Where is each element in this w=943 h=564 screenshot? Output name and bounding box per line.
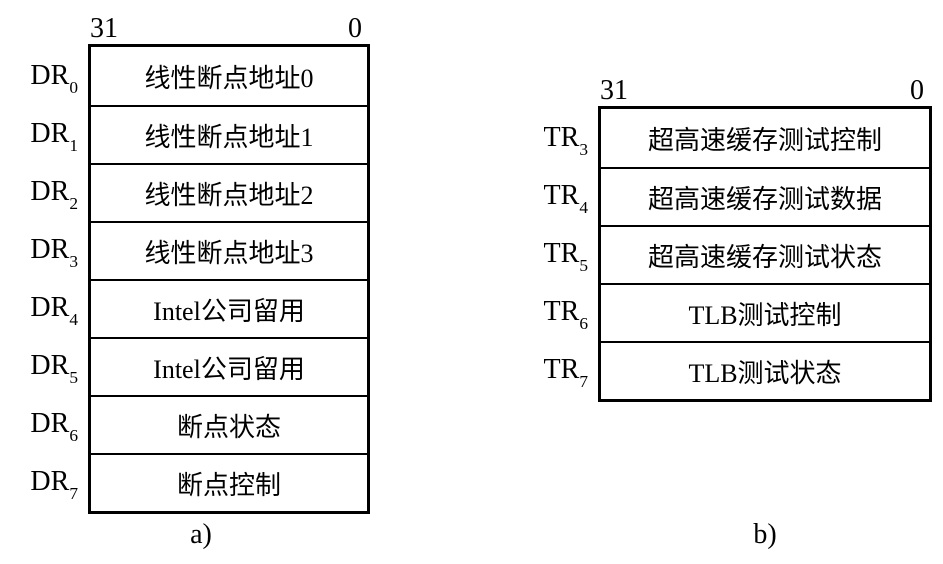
bit-label-low: 0 bbox=[910, 75, 924, 106]
register-field-tr4: 超高速缓存测试数据 bbox=[601, 167, 929, 225]
register-mnemonic: DR bbox=[30, 408, 70, 439]
register-mnemonic: TR bbox=[543, 180, 580, 211]
register-field-dr3: 线性断点地址3 bbox=[91, 221, 367, 279]
subfigure-caption-a: a) bbox=[190, 519, 212, 550]
bit-range-row: 31 0 bbox=[598, 74, 932, 106]
register-field-dr0: 线性断点地址0 bbox=[144, 63, 314, 93]
register-subscript: 7 bbox=[579, 371, 588, 391]
register-field-tr6: TLB测试控制 bbox=[601, 283, 929, 341]
register-subscript: 3 bbox=[579, 139, 588, 159]
register-mnemonic: DR bbox=[30, 118, 70, 149]
bit-label-high: 31 bbox=[600, 75, 628, 106]
register-field-dr7: 断点控制 bbox=[91, 453, 367, 511]
register-field-dr1: 线性断点地址1 bbox=[91, 105, 367, 163]
register-mnemonic: DR bbox=[30, 60, 70, 91]
bit-label-high: 31 bbox=[90, 13, 118, 44]
register-subscript: 2 bbox=[69, 193, 78, 213]
register-subscript: 1 bbox=[69, 135, 78, 155]
register-mnemonic: DR bbox=[30, 350, 70, 381]
register-mnemonic: DR bbox=[30, 466, 70, 497]
register-mnemonic: TR bbox=[543, 354, 580, 385]
register-field-tr3: 超高速缓存测试控制 bbox=[647, 125, 882, 155]
register-subscript: 4 bbox=[579, 197, 588, 217]
register-subscript: 5 bbox=[579, 255, 588, 275]
register-mnemonic: TR bbox=[543, 122, 580, 153]
register-subscript: 0 bbox=[69, 77, 78, 97]
register-mnemonic: TR bbox=[543, 238, 580, 269]
register-subscript: 6 bbox=[69, 425, 78, 445]
register-mnemonic: DR bbox=[30, 292, 70, 323]
register-subscript: 4 bbox=[69, 309, 78, 329]
register-subscript: 6 bbox=[579, 313, 588, 333]
register-field-dr5: Intel公司留用 bbox=[91, 337, 367, 395]
register-subscript: 3 bbox=[69, 251, 78, 271]
register-subscript: 5 bbox=[69, 367, 78, 387]
register-mnemonic: DR bbox=[30, 234, 70, 265]
register-mnemonic: DR bbox=[30, 176, 70, 207]
subfigure-caption-b: b) bbox=[753, 519, 777, 550]
register-field-dr2: 线性断点地址2 bbox=[91, 163, 367, 221]
bit-label-low: 0 bbox=[348, 13, 362, 44]
bit-range-row: 31 0 bbox=[88, 12, 370, 44]
register-field-tr5: 超高速缓存测试状态 bbox=[601, 225, 929, 283]
register-subscript: 7 bbox=[69, 483, 78, 503]
register-mnemonic: TR bbox=[543, 296, 580, 327]
register-field-tr7: TLB测试状态 bbox=[601, 341, 929, 399]
register-field-dr6: 断点状态 bbox=[91, 395, 367, 453]
register-field-dr4: Intel公司留用 bbox=[91, 279, 367, 337]
